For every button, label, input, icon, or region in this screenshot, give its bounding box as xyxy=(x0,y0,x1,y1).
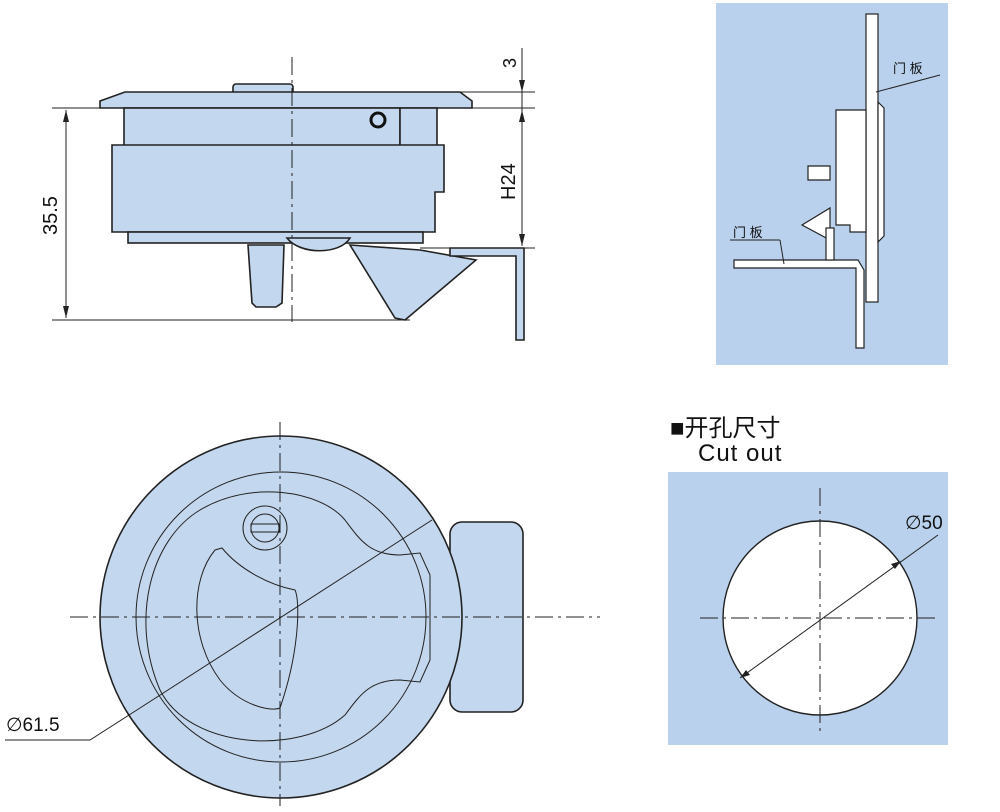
dim-height: H24 xyxy=(498,163,520,200)
door-panel-label-bottom: 门 板 xyxy=(733,225,763,240)
front-view xyxy=(5,422,600,806)
pawl xyxy=(247,244,285,308)
door-panel-label-top: 门 板 xyxy=(893,61,923,76)
bottom-plate xyxy=(127,231,424,244)
cutout-view xyxy=(668,472,948,745)
side-view xyxy=(52,48,535,341)
dim-front-diameter: ∅61.5 xyxy=(6,715,60,736)
screw-icon xyxy=(369,111,387,129)
install-panel xyxy=(716,3,948,365)
upper-body xyxy=(123,107,401,147)
install-view xyxy=(716,3,948,365)
cutout-title-cn: ■开孔尺寸 xyxy=(670,415,781,442)
latch-tongue xyxy=(348,244,478,321)
main-body xyxy=(111,144,445,233)
door-panel-vertical xyxy=(865,13,879,303)
cutout-title-en: Cut out xyxy=(698,440,783,467)
dim-total-height: 35.5 xyxy=(40,196,62,235)
handle xyxy=(145,491,431,742)
lock-housing xyxy=(399,107,438,147)
dim-flange: 3 xyxy=(500,57,520,68)
flange xyxy=(99,91,473,109)
dim-cutout-diameter: ∅50 xyxy=(905,513,943,534)
gear xyxy=(285,237,352,252)
door-panel-horizontal xyxy=(733,259,865,349)
